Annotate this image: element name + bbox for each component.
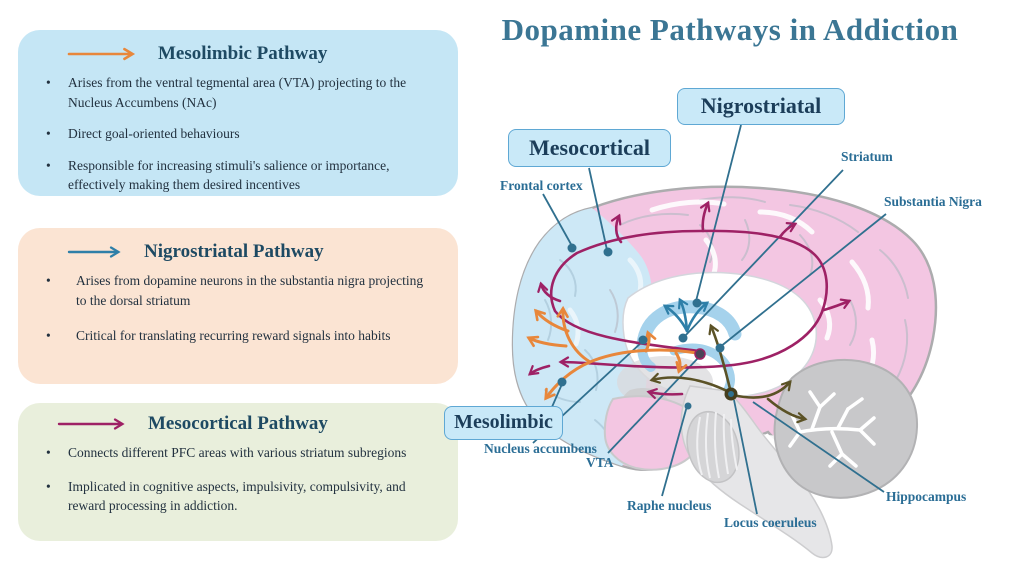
label-hippocampus: Hippocampus (886, 489, 967, 504)
leader-nigrostriatal (694, 124, 742, 306)
arbor-vitae (788, 390, 876, 468)
leader-mesolimbic (551, 383, 563, 408)
nigrostriatal-arrow-icon (67, 246, 121, 258)
info-box-bullets: Arises from dopamine neurons in the subs… (38, 271, 436, 346)
mesolimbic-arrow-icon (67, 47, 136, 61)
tag-mesocortical: Mesocortical (508, 129, 671, 167)
mesocortical-arrow-icon (57, 418, 125, 430)
mesocortical-pathway-arrows (527, 200, 852, 400)
leader-substantia-nigra (719, 213, 887, 348)
temporal-lobe-shape (603, 395, 702, 471)
info-box-header: Nigrostriatal Pathway (66, 241, 436, 263)
info-box-header: Mesocortical Pathway (56, 413, 436, 435)
tag-mesolimbic: Mesolimbic (444, 406, 563, 440)
info-box-mesocortical: Mesocortical Pathway Connects different … (18, 403, 458, 541)
pons-striations (696, 411, 738, 479)
leader-locus-coeruleus (733, 399, 758, 515)
info-box-nigrostriatal: Nigrostriatal Pathway Arises from dopami… (18, 228, 458, 384)
cerebellum-shape (773, 358, 919, 499)
info-box-header: Mesolimbic Pathway (66, 43, 436, 65)
info-box-bullets: Arises from the ventral tegmental area (… (38, 73, 436, 195)
info-box-title: Mesocortical Pathway (148, 413, 328, 434)
anchor-dots (557, 243, 738, 410)
info-box-title: Nigrostriatal Pathway (144, 241, 324, 262)
tag-nigrostriatal: Nigrostriatal (677, 88, 845, 125)
label-nucleus-accumbens: Nucleus accumbens (484, 441, 597, 456)
bullet-item: Direct goal-oriented behaviours (38, 124, 436, 144)
bullet-item: Responsible for increasing stimuli's sal… (38, 156, 436, 195)
leader-lines (532, 124, 887, 515)
bullet-item: Arises from the ventral tegmental area (… (38, 73, 436, 112)
label-locus-coeruleus: Locus coeruleus (724, 515, 817, 530)
label-substantia-nigra: Substantia Nigra (884, 194, 982, 209)
info-box-bullets: Connects different PFC areas with variou… (38, 443, 436, 516)
bullet-item: Implicated in cognitive aspects, impulsi… (38, 477, 436, 516)
bullet-item: Connects different PFC areas with variou… (38, 443, 436, 463)
page-title: Dopamine Pathways in Addiction (501, 12, 959, 47)
label-striatum: Striatum (841, 149, 893, 164)
nigrostriatal-pathway-arrows (662, 297, 710, 333)
label-raphe-nucleus: Raphe nucleus (627, 498, 712, 513)
vta-node (694, 348, 706, 360)
brainstem-shape (680, 385, 833, 559)
label-frontal-cortex: Frontal cortex (500, 178, 583, 193)
hippocampal-pathway-arrows (649, 323, 808, 424)
info-box-mesolimbic: Mesolimbic Pathway Arises from the ventr… (18, 30, 458, 196)
leader-hippocampus (752, 401, 885, 493)
label-vta: VTA (586, 455, 614, 470)
leader-striatum (683, 169, 844, 338)
leader-frontal-cortex (542, 193, 573, 247)
leader-raphe-nucleus (661, 405, 688, 497)
bullet-item: Arises from dopamine neurons in the subs… (38, 271, 436, 310)
bullet-item: Critical for translating recurring rewar… (38, 326, 436, 346)
leader-mesocortical (588, 167, 608, 251)
info-box-title: Mesolimbic Pathway (158, 43, 328, 64)
